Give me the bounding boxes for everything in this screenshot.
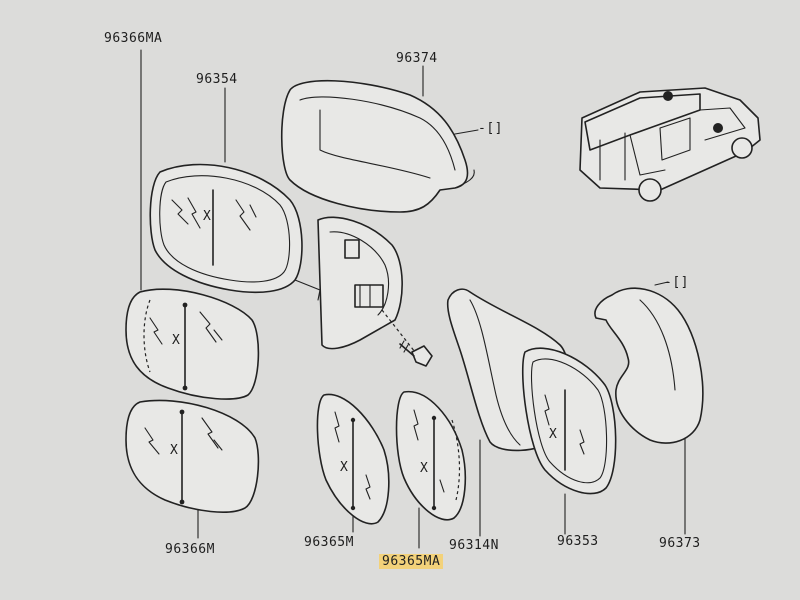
mirror-glass-icon xyxy=(125,288,260,400)
part-label-96366M: 96366M xyxy=(165,542,215,557)
part-label-96373: 96373 xyxy=(659,536,701,551)
mirror-motor-bracket-icon xyxy=(317,216,416,353)
part-label-96365MA-highlighted: 96365MA xyxy=(379,554,444,569)
part-label-96374: 96374 xyxy=(396,51,438,66)
x-mark: X xyxy=(203,209,212,224)
part-label-96314N: 96314N xyxy=(449,538,499,553)
x-mark: X xyxy=(340,460,349,475)
leader-lines xyxy=(140,49,686,549)
x-mark: X xyxy=(172,333,181,348)
mirror-housing-frame-icon xyxy=(149,163,321,301)
mounting-screw-icon xyxy=(399,340,433,367)
x-mark: X xyxy=(420,461,429,476)
mirror-cover-cap-icon xyxy=(594,281,704,444)
mirror-glass-icon xyxy=(125,399,260,513)
x-mark: X xyxy=(170,443,179,458)
mirror-cover-cap-icon xyxy=(280,79,479,213)
van-vehicle-icon xyxy=(579,87,761,202)
part-label-96354: 96354 xyxy=(196,72,238,87)
mirror-glass-icon xyxy=(316,393,390,525)
bracket-mark: -[] xyxy=(664,275,689,290)
mirror-glass-icon xyxy=(521,347,617,495)
part-label-96365M: 96365M xyxy=(304,535,354,550)
mirror-glass-icon xyxy=(395,390,467,521)
x-mark: X xyxy=(549,427,558,442)
part-label-96353: 96353 xyxy=(557,534,599,549)
bracket-mark: -[] xyxy=(478,121,503,136)
part-label-96366MA-top: 96366MA xyxy=(104,31,163,46)
